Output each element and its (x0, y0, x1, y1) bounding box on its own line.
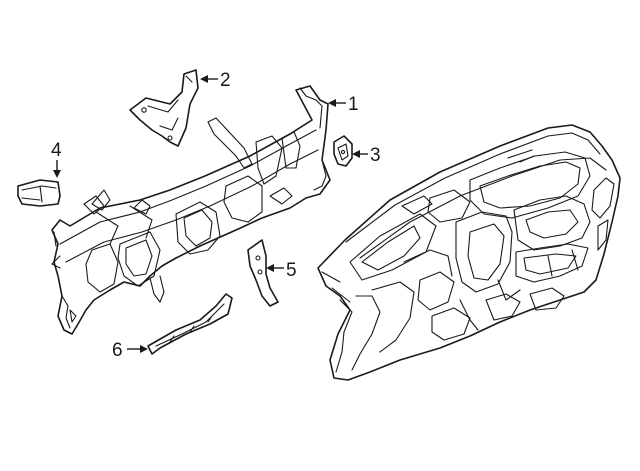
callout-4-label: 4 (51, 140, 62, 161)
callout-6-label: 6 (112, 340, 123, 361)
callout-3-label: 3 (370, 145, 381, 166)
callout-1: 1 (328, 94, 359, 115)
callout-2: 2 (200, 70, 231, 91)
lower-reinforcement (147, 293, 233, 355)
callout-5-label: 5 (286, 260, 297, 281)
small-side-bracket (333, 135, 353, 167)
callout-4: 4 (51, 140, 62, 178)
end-bracket (17, 179, 61, 207)
callout-2-label: 2 (220, 70, 231, 91)
callout-6: 6 (112, 340, 148, 361)
vertical-brace (247, 239, 279, 307)
cross-car-beam (51, 85, 331, 335)
callout-5: 5 (266, 260, 297, 281)
callout-3: 3 (352, 145, 381, 166)
instrument-panel (317, 124, 621, 381)
upper-bracket (129, 69, 199, 147)
callout-1-label: 1 (348, 94, 359, 115)
